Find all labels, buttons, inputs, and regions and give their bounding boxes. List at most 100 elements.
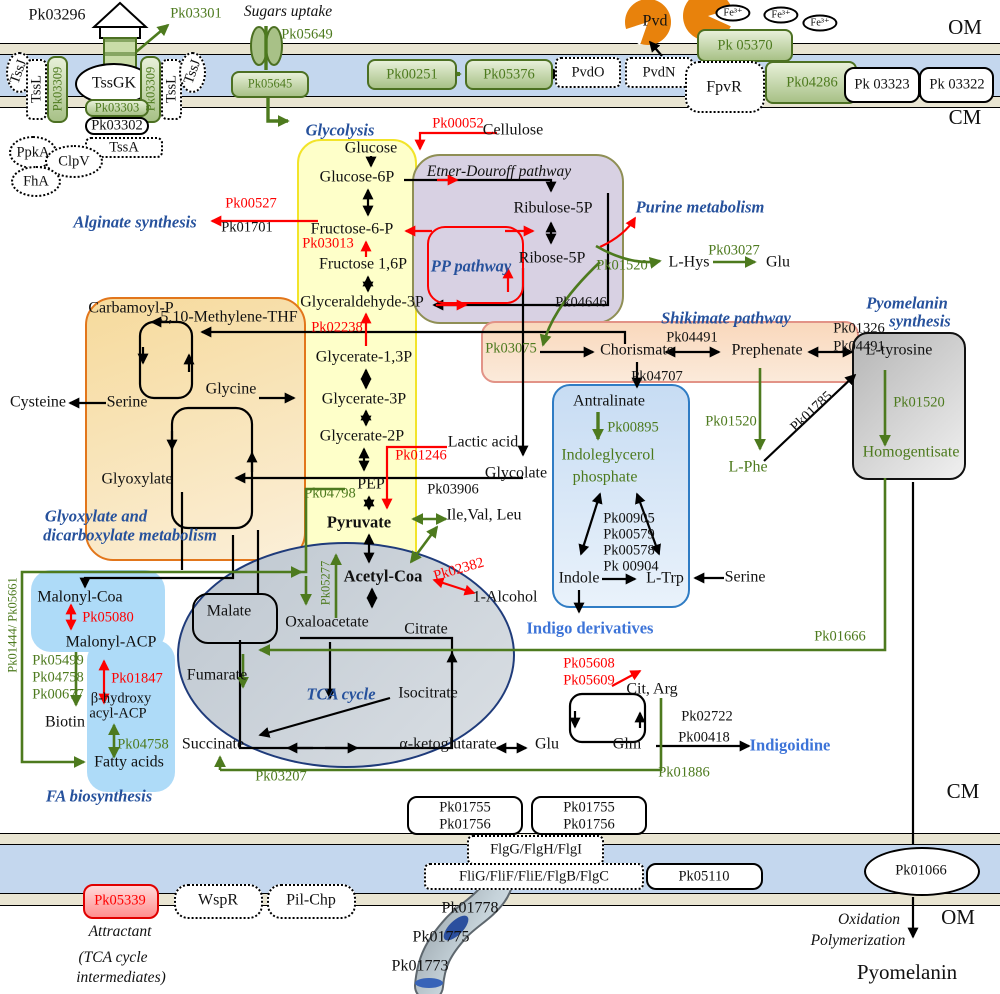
indoleglycerol: Indoleglycerol bbox=[561, 446, 655, 464]
carbamoyl-p: Carbamoyl-P bbox=[88, 299, 174, 317]
ed-pathway: Etner-Douroff pathway bbox=[426, 162, 572, 180]
l-phe: L-Phe bbox=[728, 458, 768, 476]
pk03302-box bbox=[85, 117, 149, 135]
pk03302: Pk03302 bbox=[91, 117, 143, 134]
pil-chp: Pil-Chp bbox=[286, 891, 336, 909]
tca-title: TCA cycle bbox=[306, 684, 376, 704]
om-label-top: OM bbox=[948, 14, 982, 39]
fe-3: Fe³⁺ bbox=[802, 14, 838, 32]
glycerate-2p: Glycerate-2P bbox=[319, 427, 405, 445]
fha: FhA bbox=[23, 173, 49, 190]
methylene-thf: 5,10-Methylene-THF bbox=[160, 308, 298, 326]
cellulose: Cellulose bbox=[482, 121, 544, 139]
pk01886: Pk01886 bbox=[658, 764, 710, 781]
glyceraldehyde-3p: Glyceraldehyde-3P bbox=[300, 293, 424, 311]
l-tyrosine: L-tyrosine bbox=[865, 341, 933, 359]
pk01066-ellipse bbox=[864, 847, 980, 896]
pk01066: Pk01066 bbox=[895, 862, 947, 879]
pk04707: Pk04707 bbox=[631, 368, 683, 385]
pk05277: Pk05277 bbox=[318, 560, 333, 606]
pk00895: Pk00895 bbox=[607, 419, 659, 436]
pk05110: Pk05110 bbox=[678, 868, 730, 885]
pk05110-box bbox=[646, 863, 763, 890]
pk01755-box-left bbox=[407, 796, 523, 835]
fha-ellipse bbox=[11, 166, 61, 197]
pk03906: Pk03906 bbox=[427, 481, 479, 498]
clpv: ClpV bbox=[58, 153, 90, 170]
pyruvate: Pyruvate bbox=[326, 512, 392, 532]
pk03309-left-box bbox=[47, 56, 68, 123]
pk03075: Pk03075 bbox=[485, 340, 537, 357]
beta-hydroxy: β-hydroxy bbox=[90, 690, 152, 707]
pk01775: Pk01775 bbox=[412, 928, 470, 946]
sugar-porin-icon bbox=[250, 26, 283, 66]
tssl-right-box bbox=[161, 59, 182, 120]
pk00418: Pk00418 bbox=[678, 729, 730, 746]
pvd-pacman-icon bbox=[620, 0, 671, 45]
succinate: Succinate bbox=[181, 735, 245, 753]
glm: Glm bbox=[612, 735, 642, 753]
pk04758-b: Pk04758 bbox=[117, 736, 169, 753]
tca-intermediates-1: (TCA cycle bbox=[78, 948, 148, 966]
pk01701: Pk01701 bbox=[221, 219, 273, 236]
pk05370-box bbox=[697, 29, 793, 62]
pk01778: Pk01778 bbox=[441, 899, 499, 917]
pk05376: Pk05376 bbox=[483, 66, 535, 83]
pk01326: Pk01326 bbox=[833, 320, 885, 337]
purine-title: Purine metabolism bbox=[635, 197, 765, 217]
pk01520-hys: Pk01520 bbox=[596, 257, 648, 274]
pp-pathway-box bbox=[427, 226, 524, 304]
glycine: Glycine bbox=[205, 380, 257, 398]
glyoxylate-region bbox=[85, 297, 306, 561]
tssl-left-box bbox=[26, 59, 47, 120]
glyox-title-2: dicarboxylate metabolism bbox=[43, 525, 217, 545]
pk03303-box bbox=[85, 99, 149, 117]
alpha-ketoglutarate: α-ketoglutarate bbox=[399, 735, 497, 753]
pk03322: Pk 03322 bbox=[929, 76, 985, 93]
pk01520-phe: Pk01520 bbox=[705, 413, 757, 430]
fa-title: FA biosynthesis bbox=[45, 786, 153, 806]
indigoidine: Indigoidine bbox=[749, 735, 831, 755]
antralinate: Antralinate bbox=[573, 392, 645, 410]
cit-arg: Cit, Arg bbox=[626, 680, 678, 698]
pyomelanin-title-1: Pyomelanin bbox=[866, 293, 948, 313]
glycolysis-title: Glycolysis bbox=[305, 120, 375, 140]
pk01520-tyr: Pk01520 bbox=[893, 394, 945, 411]
pk04286-box bbox=[765, 61, 857, 104]
ile-val-leu: Ile,Val, Leu bbox=[446, 506, 522, 524]
tssa: TssA bbox=[109, 139, 139, 156]
l-hys: L-Hys bbox=[668, 253, 710, 271]
pvdo-box bbox=[555, 57, 621, 88]
shikimate-title: Shikimate pathway bbox=[661, 308, 791, 328]
glu-top: Glu bbox=[766, 253, 790, 271]
pk04491-a: Pk04491 bbox=[666, 329, 718, 346]
pk01756-right-2: Pk01756 bbox=[563, 816, 615, 833]
pk00052: Pk00052 bbox=[432, 115, 484, 132]
phosphate: phosphate bbox=[572, 468, 638, 486]
pk03301: Pk03301 bbox=[170, 5, 222, 22]
pk02238: Pk02238 bbox=[311, 319, 363, 336]
pk00527: Pk00527 bbox=[225, 195, 277, 212]
pk01444-pk05661: Pk01444/ Pk05661 bbox=[5, 577, 20, 673]
ribose-5p: Ribose-5P bbox=[518, 249, 586, 267]
chorismate: Chorismate bbox=[600, 341, 674, 359]
pk04491-b: Pk04491 bbox=[833, 338, 885, 355]
pk05339-box bbox=[83, 884, 159, 919]
pk03309-right: Pk03309 bbox=[143, 66, 158, 112]
glycerate-3p: Glycerate-3P bbox=[321, 390, 407, 408]
wspr-box bbox=[174, 884, 263, 919]
pyomelanin-product: Pyomelanin bbox=[856, 959, 958, 984]
pvd: Pvd bbox=[642, 12, 668, 30]
indigo-derivatives: Indigo derivatives bbox=[526, 618, 654, 638]
malate-capsule bbox=[192, 593, 278, 644]
pk03323: Pk 03323 bbox=[854, 76, 910, 93]
fe-1: Fe³⁺ bbox=[715, 4, 751, 22]
tssj-right-ellipse bbox=[179, 52, 206, 93]
glyox-title-1: Glyoxylate and bbox=[44, 506, 148, 526]
pvdn: PvdN bbox=[642, 64, 676, 81]
pk00904: Pk 00904 bbox=[603, 558, 659, 575]
fpvr: FpvR bbox=[706, 78, 742, 96]
pk00905: Pk00905 bbox=[603, 510, 655, 527]
indole: Indole bbox=[558, 569, 600, 587]
